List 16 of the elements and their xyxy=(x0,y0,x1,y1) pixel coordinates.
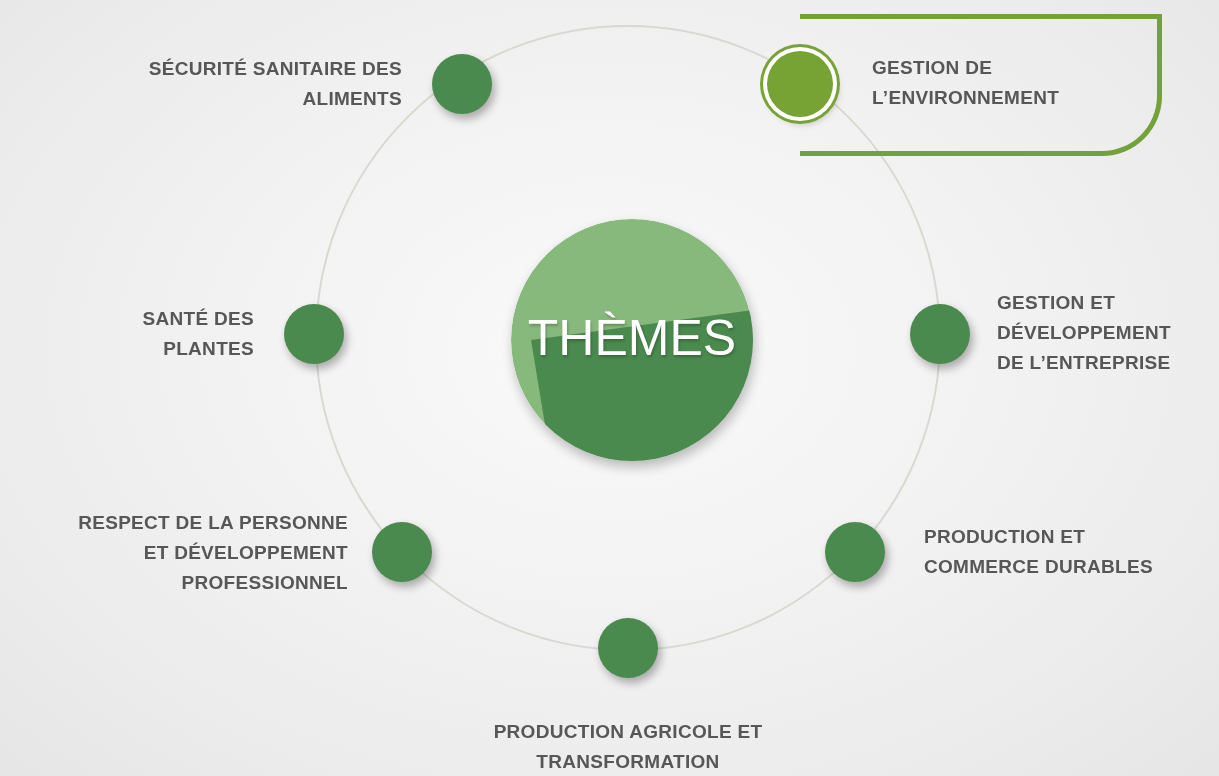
theme-label: PRODUCTION ET COMMERCE DURABLES xyxy=(924,525,1154,579)
circle-marker xyxy=(910,304,970,364)
center-title: THÈMES xyxy=(526,310,738,366)
circle-marker xyxy=(598,618,658,678)
theme-label: GESTION ET DÉVELOPPEMENT DE L’ENTREPRISE xyxy=(997,291,1172,375)
circle-marker xyxy=(432,54,492,114)
circle-marker xyxy=(284,304,344,364)
circle-marker xyxy=(372,522,432,582)
circle-marker xyxy=(825,522,885,582)
theme-label: SANTÉ DES PLANTES xyxy=(141,307,254,361)
center-circle xyxy=(511,219,753,461)
highlight-bracket xyxy=(800,14,1162,156)
theme-label: PRODUCTION AGRICOLE ET TRANSFORMATION xyxy=(492,720,764,774)
theme-label: SÉCURITÉ SANITAIRE DES ALIMENTS xyxy=(147,57,402,111)
theme-label: GESTION DE L’ENVIRONNEMENT xyxy=(872,56,1061,110)
theme-label: RESPECT DE LA PERSONNE ET DÉVELOPPEMENT PROFESSIONNEL xyxy=(77,511,348,595)
